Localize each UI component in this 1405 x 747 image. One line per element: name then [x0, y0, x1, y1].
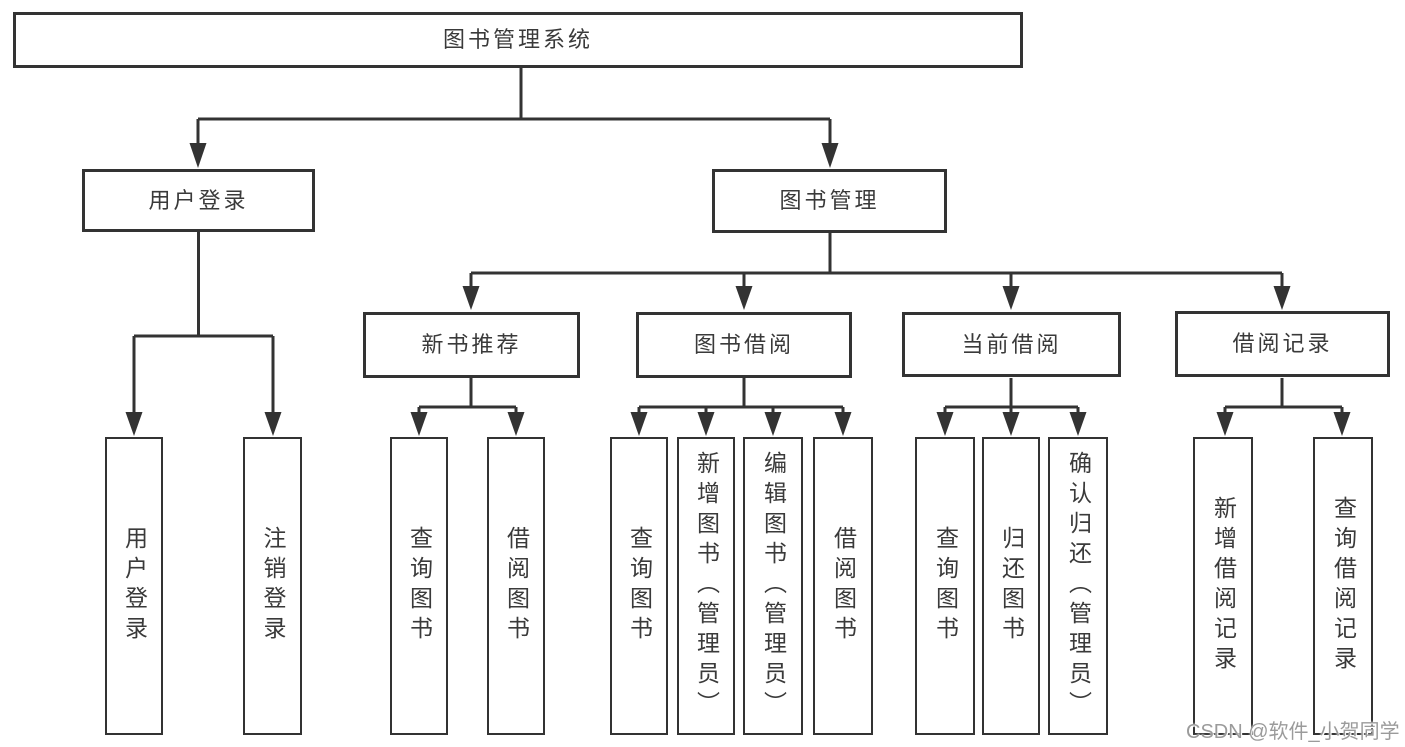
- arrowhead: [697, 412, 715, 436]
- arrowhead: [936, 412, 954, 436]
- arrowhead: [1333, 412, 1351, 436]
- arrowhead: [1273, 286, 1291, 310]
- arrowhead: [1069, 412, 1087, 436]
- node-borrow-records: 借阅记录: [1175, 311, 1390, 377]
- leaf-logout: 注销登录: [243, 437, 302, 735]
- arrowhead: [189, 143, 207, 168]
- leaf-query-book-recommend: 查询图书: [390, 437, 448, 735]
- node-new-book-recommend: 新书推荐: [363, 312, 580, 378]
- arrowhead: [125, 412, 143, 436]
- watermark: CSDN @软件_小贺同学: [1186, 721, 1400, 743]
- connector-root: [196, 68, 832, 146]
- leaf-add-book-admin: 新增图书（管理员）: [677, 437, 735, 735]
- leaf-edit-book-admin: 编辑图书（管理员）: [743, 437, 803, 735]
- arrowhead: [264, 412, 282, 436]
- leaf-confirm-return-admin: 确认归还（管理员）: [1048, 437, 1108, 735]
- leaf-user-login: 用户登录: [105, 437, 163, 735]
- leaf-add-borrow-record: 新增借阅记录: [1193, 437, 1253, 735]
- connector-book-management: [469, 232, 1284, 288]
- connector-new-book: [417, 378, 518, 414]
- connector-current-borrow: [943, 378, 1080, 414]
- leaf-query-book: 查询图书: [610, 437, 668, 735]
- arrowhead: [834, 412, 852, 436]
- arrowhead: [507, 412, 525, 436]
- connector-book-borrow: [637, 378, 845, 414]
- arrowhead: [410, 412, 428, 436]
- leaf-query-borrow-record: 查询借阅记录: [1313, 437, 1373, 735]
- arrowhead: [630, 412, 648, 436]
- arrowhead: [821, 143, 839, 168]
- node-book-borrow: 图书借阅: [636, 312, 852, 378]
- connector-borrow-records: [1223, 378, 1344, 414]
- leaf-query-book-current: 查询图书: [915, 437, 975, 735]
- arrowhead: [462, 286, 480, 310]
- node-user-login: 用户登录: [82, 169, 315, 232]
- leaf-borrow-book-recommend: 借阅图书: [487, 437, 545, 735]
- connector-user-login: [132, 232, 275, 414]
- arrowhead: [735, 286, 753, 310]
- node-current-borrow: 当前借阅: [902, 312, 1121, 377]
- arrowhead: [1002, 286, 1020, 310]
- arrowhead: [1216, 412, 1234, 436]
- arrowhead: [1002, 412, 1020, 436]
- leaf-borrow-book: 借阅图书: [813, 437, 873, 735]
- node-root-system: 图书管理系统: [13, 12, 1023, 68]
- node-book-management: 图书管理: [712, 169, 947, 233]
- arrowhead: [764, 412, 782, 436]
- leaf-return-book: 归还图书: [982, 437, 1040, 735]
